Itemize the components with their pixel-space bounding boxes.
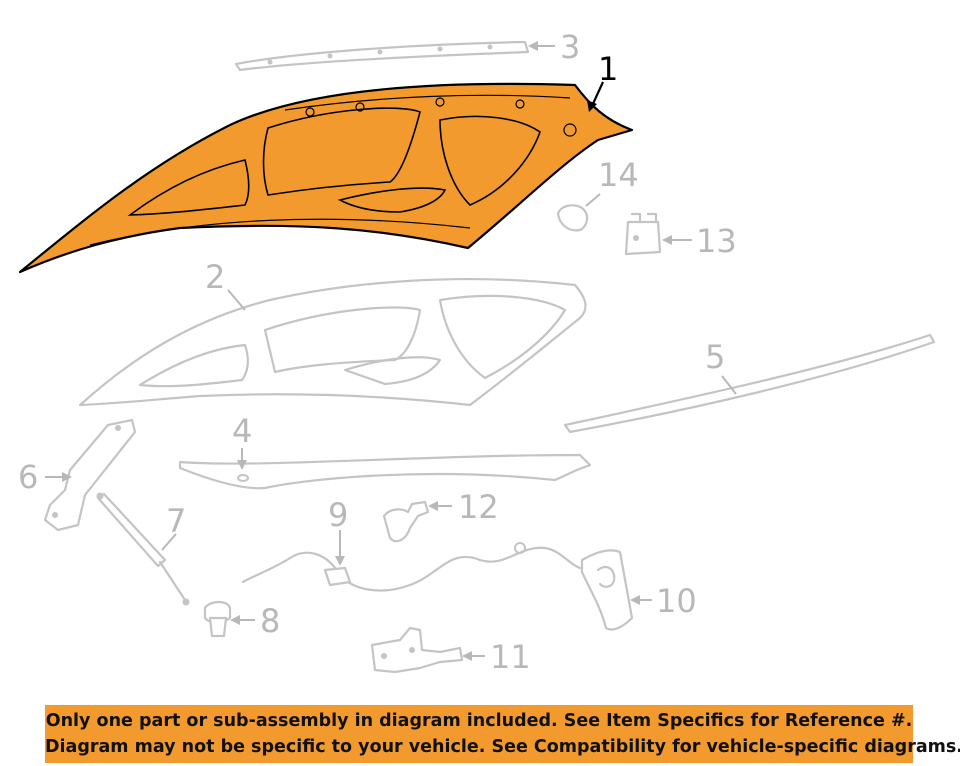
- disclaimer-line-1: Only one part or sub-assembly in diagram…: [45, 711, 913, 731]
- disclaimer-banner: Only one part or sub-assembly in diagram…: [45, 705, 960, 763]
- part-1-hood: [18, 81, 634, 274]
- callout-9: 9: [328, 496, 348, 534]
- callout-10: 10: [656, 582, 697, 620]
- callout-13: 13: [696, 222, 737, 260]
- part-5-weatherstrip: [563, 333, 936, 434]
- part-13-clip: [624, 212, 692, 256]
- part-10-handle: [580, 549, 652, 631]
- part-4-bracket: [178, 448, 592, 490]
- part-6-hinge: [43, 418, 137, 532]
- callout-6: 6: [18, 458, 38, 496]
- callout-2: 2: [205, 258, 225, 296]
- part-14-bumper: [556, 193, 601, 232]
- part-7-strut: [96, 492, 190, 606]
- part-2-insulator: [78, 278, 587, 407]
- callout-11: 11: [490, 638, 531, 676]
- callout-7: 7: [166, 502, 186, 540]
- callout-14: 14: [598, 156, 639, 194]
- part-12-clip: [382, 500, 452, 543]
- disclaimer-line-2: Diagram may not be specific to your vehi…: [45, 737, 960, 757]
- part-8-stop: [203, 600, 255, 638]
- callout-3: 3: [560, 28, 580, 66]
- callout-8: 8: [260, 602, 280, 640]
- callout-1: 1: [598, 50, 618, 88]
- part-9-cable: [241, 530, 582, 592]
- parts-diagram: 3 1 14 13 2: [18, 28, 936, 676]
- callout-12: 12: [458, 488, 499, 526]
- callout-5: 5: [705, 338, 725, 376]
- part-11-latch: [370, 626, 485, 674]
- callout-4: 4: [232, 412, 252, 450]
- part-3-seal-strip: [234, 40, 555, 72]
